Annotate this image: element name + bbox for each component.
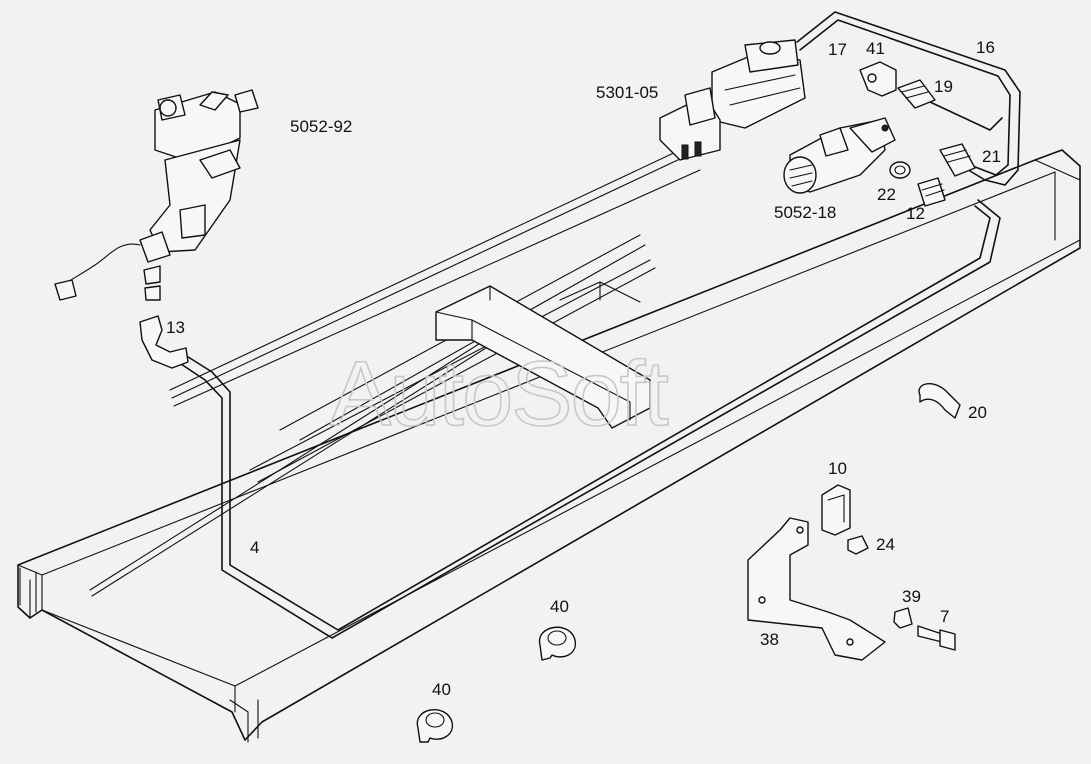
label-40-lower: 40 (432, 680, 451, 699)
label-5052-92: 5052-92 (290, 117, 352, 136)
label-17: 17 (828, 40, 847, 59)
watermark: AutoSoft (330, 343, 668, 445)
label-19: 19 (934, 77, 953, 96)
master-cylinder-5052-92 (54, 89, 259, 301)
label-13: 13 (166, 318, 185, 337)
label-39: 39 (902, 587, 921, 606)
fitting-21 (939, 143, 976, 177)
label-22: 22 (877, 185, 896, 204)
clip-10 (821, 484, 851, 536)
valve-5301-05 (659, 39, 806, 161)
frame-rail (17, 149, 1081, 743)
cylinder-5052-18 (783, 117, 896, 194)
label-10: 10 (828, 459, 847, 478)
nut-39 (893, 607, 913, 629)
label-20: 20 (968, 403, 987, 422)
fitting-13 (139, 315, 189, 369)
label-7: 7 (940, 607, 949, 626)
label-12: 12 (906, 204, 925, 223)
bolt-7 (917, 625, 956, 651)
label-5052-18: 5052-18 (774, 203, 836, 222)
pipe-4 (177, 199, 1001, 639)
label-38: 38 (760, 630, 779, 649)
label-5301-05: 5301-05 (596, 83, 658, 102)
label-4: 4 (250, 538, 259, 557)
crossmember (435, 281, 651, 429)
washer-22 (889, 161, 911, 179)
clamp-40-upper (539, 626, 576, 661)
label-41: 41 (866, 39, 885, 58)
clamp-20 (918, 382, 961, 419)
clamp-40-lower (416, 708, 454, 743)
label-16: 16 (976, 38, 995, 57)
elbow-41 (859, 61, 897, 97)
fitting-19 (897, 79, 936, 109)
pipe-16 (796, 11, 1021, 186)
nut-24 (847, 535, 869, 555)
label-40-upper: 40 (550, 597, 569, 616)
bracket-38 (747, 517, 886, 661)
label-21: 21 (982, 147, 1001, 166)
fitting-12 (917, 177, 946, 207)
label-24: 24 (876, 535, 895, 554)
